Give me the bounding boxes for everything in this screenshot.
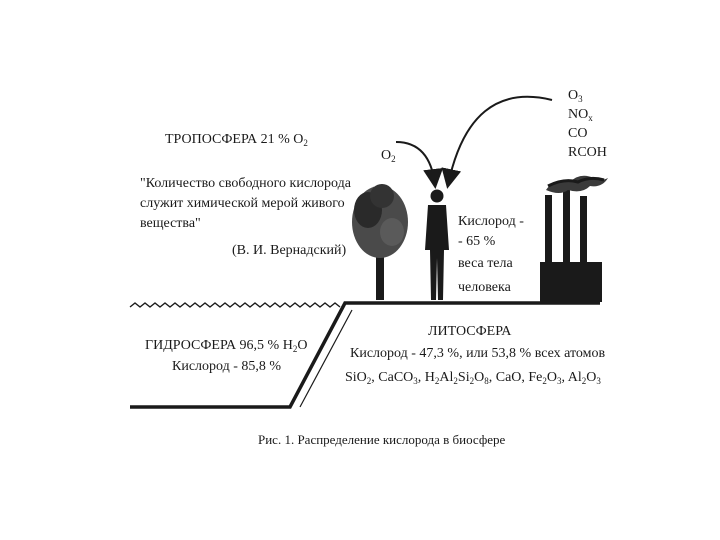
o2-label: O2	[381, 148, 396, 164]
o2-label-text: O	[381, 148, 391, 163]
lithosphere-title: ЛИТОСФЕРА	[428, 324, 511, 340]
hydrosphere-title-text: ГИДРОСФЕРА 96,5 % H	[145, 338, 293, 353]
tree-illustration	[352, 184, 408, 300]
slope-inner-line	[300, 310, 352, 407]
pollutant-co: CO	[568, 126, 587, 142]
compound-0-part-0: SiO	[345, 370, 367, 385]
troposphere-title: ТРОПОСФЕРА 21 % O2	[165, 132, 308, 148]
pollutant-o3: O3	[568, 88, 583, 104]
pollutant-nox: NOx	[568, 107, 593, 123]
factory-illustration	[540, 176, 608, 302]
hydrosphere-oxygen: Кислород - 85,8 %	[172, 359, 281, 375]
hydrosphere-title-end: O	[297, 338, 307, 353]
pollutant-nox-text: NO	[568, 107, 588, 122]
pollutant-arrow	[448, 97, 552, 185]
compound-2-part-4: , Al	[562, 370, 582, 385]
troposphere-title-sub: 2	[303, 138, 308, 148]
human-text-line-2: - 65 %	[458, 234, 495, 250]
compound-1-part-0: H	[425, 370, 435, 385]
hydrosphere-title: ГИДРОСФЕРА 96,5 % H2O	[145, 338, 307, 354]
quote-line-3: вещества"	[140, 216, 201, 232]
pollutant-o3-sub: 3	[578, 94, 583, 104]
compound-2-part-0: CaO, Fe	[496, 370, 543, 385]
pollutant-rcoh: RCOH	[568, 145, 607, 161]
compound-0-part-4: ,	[418, 370, 425, 385]
figure-caption: Рис. 1. Распределение кислорода в биосфе…	[258, 432, 505, 448]
compound-2-part-7: 3	[596, 376, 601, 386]
o2-label-sub: 2	[391, 154, 396, 164]
compound-1-part-2: Al	[439, 370, 453, 385]
compound-1-part-4: Si	[458, 370, 470, 385]
quote-author: (В. И. Вернадский)	[232, 243, 346, 259]
pollutant-nox-sub: x	[588, 113, 593, 123]
compound-2-part-2: O	[547, 370, 557, 385]
compound-2-part-6: O	[586, 370, 596, 385]
compound-1-part-8: ,	[489, 370, 496, 385]
troposphere-title-text: ТРОПОСФЕРА 21 % O	[165, 132, 303, 147]
lithosphere-compounds: SiO2, CaCO3, H2Al2Si2O8, CaO, Fe2O3, Al2…	[345, 370, 601, 386]
quote-line-2: служит химической мерой живого	[140, 196, 345, 212]
human-text-line-4: человека	[458, 280, 511, 296]
water-surface-line	[130, 303, 340, 307]
o2-arrow	[396, 142, 435, 185]
human-text-line-3: веса тела	[458, 256, 513, 272]
human-figure	[425, 190, 449, 301]
pollutant-o3-text: O	[568, 88, 578, 103]
human-text-line-1: Кислород -	[458, 214, 524, 230]
lithosphere-oxygen: Кислород - 47,3 %, или 53,8 % всех атомо…	[350, 346, 605, 362]
quote-line-1: "Количество свободного кислорода	[140, 176, 351, 192]
compound-0-part-2: , CaCO	[371, 370, 413, 385]
compound-1-part-6: O	[474, 370, 484, 385]
